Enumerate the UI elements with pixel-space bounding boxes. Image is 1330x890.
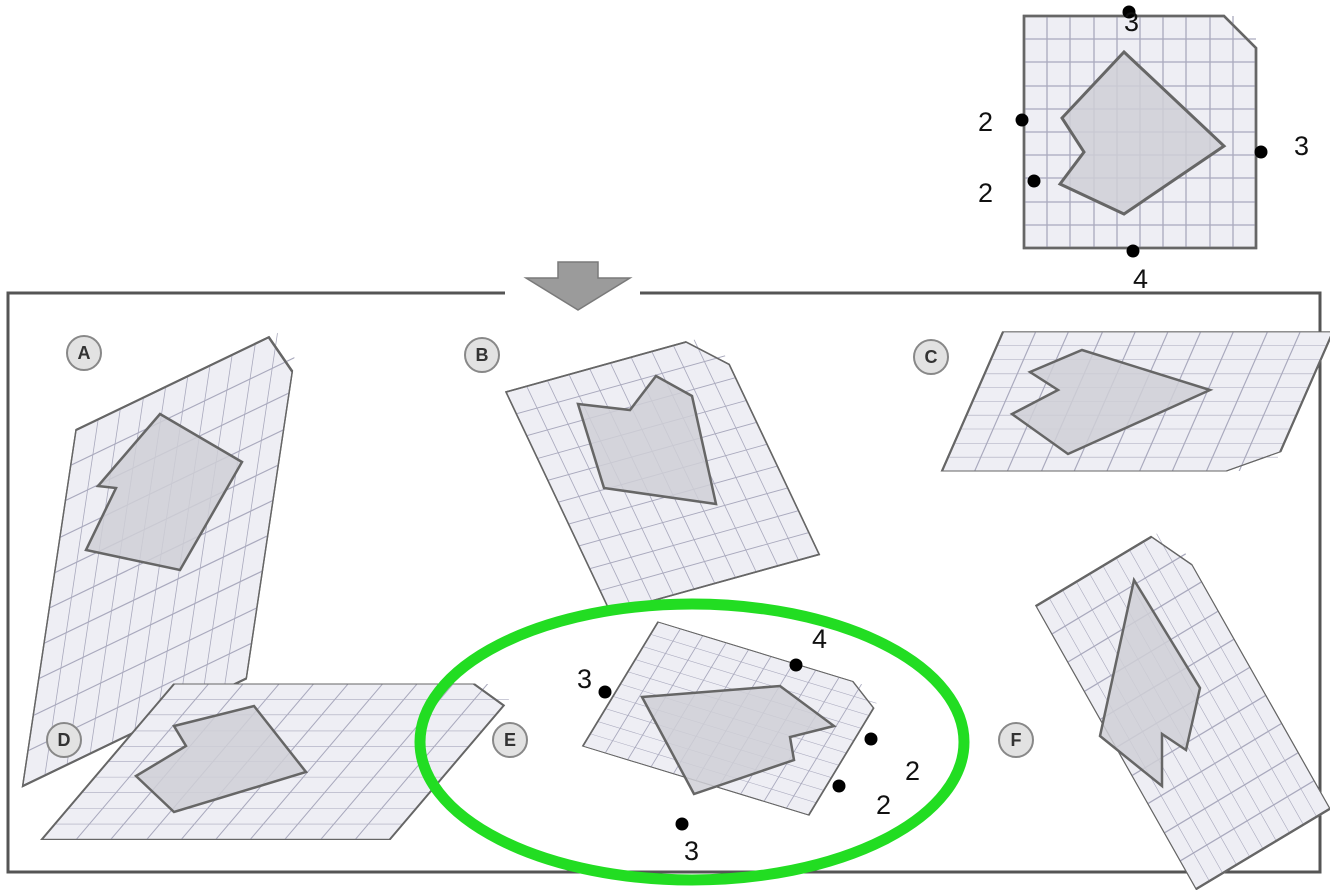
option-label-badge: F xyxy=(998,722,1034,758)
edge-dot xyxy=(789,658,803,672)
option-shape xyxy=(639,684,837,796)
option-label-badge: C xyxy=(913,339,949,375)
option-shape xyxy=(576,374,718,506)
option-c[interactable]: C xyxy=(913,331,1330,472)
answer-mark-right-upper: 2 xyxy=(905,756,920,786)
option-b[interactable]: B xyxy=(464,334,821,614)
edge-dot xyxy=(1027,174,1041,188)
edge-dot xyxy=(1015,113,1029,127)
edge-dot xyxy=(864,732,878,746)
edge-dot xyxy=(1122,5,1136,19)
option-letter: E xyxy=(504,730,516,750)
option-shape xyxy=(84,412,244,572)
option-letter: B xyxy=(476,345,489,365)
answer-frame xyxy=(6,291,1322,874)
edge-mark-left-upper: 2 xyxy=(978,107,993,137)
edge-mark-right: 3 xyxy=(1294,131,1309,161)
option-label-badge: B xyxy=(464,337,500,373)
option-d[interactable]: D xyxy=(40,683,522,840)
selection-ellipse xyxy=(414,598,970,886)
option-label-badge: D xyxy=(46,722,82,758)
edge-dot xyxy=(675,817,689,831)
answer-edge-marks: 3 4 2 2 3 xyxy=(577,624,920,866)
edge-dot xyxy=(598,685,612,699)
edge-mark-left-lower: 2 xyxy=(978,178,993,208)
option-shape xyxy=(133,704,309,814)
answer-mark-bottom: 3 xyxy=(684,836,699,866)
option-f[interactable]: F xyxy=(998,526,1330,890)
edge-dot xyxy=(1254,145,1268,159)
edge-dot xyxy=(832,779,846,793)
option-e[interactable]: E xyxy=(492,621,884,816)
reference-figure xyxy=(1022,14,1258,250)
option-shape xyxy=(1009,348,1214,456)
option-label-badge: E xyxy=(492,722,528,758)
edge-mark-top: 3 xyxy=(1124,7,1139,37)
answer-mark-left: 3 xyxy=(577,664,592,694)
answer-mark-right-lower: 2 xyxy=(876,790,891,820)
option-letter: C xyxy=(925,347,938,367)
answer-mark-top: 4 xyxy=(812,624,827,654)
option-shape xyxy=(1098,576,1202,789)
option-a[interactable]: A xyxy=(21,322,300,788)
reference-edge-marks: 3 2 2 3 4 xyxy=(978,5,1309,294)
edge-mark-bottom: 4 xyxy=(1133,264,1148,294)
reference-shape xyxy=(1057,49,1227,216)
option-letter: A xyxy=(78,343,91,363)
option-letter: D xyxy=(58,730,71,750)
option-letter: F xyxy=(1011,730,1022,750)
down-arrow-icon xyxy=(523,261,633,311)
option-label-badge: A xyxy=(66,335,102,371)
edge-dot xyxy=(1126,244,1140,258)
